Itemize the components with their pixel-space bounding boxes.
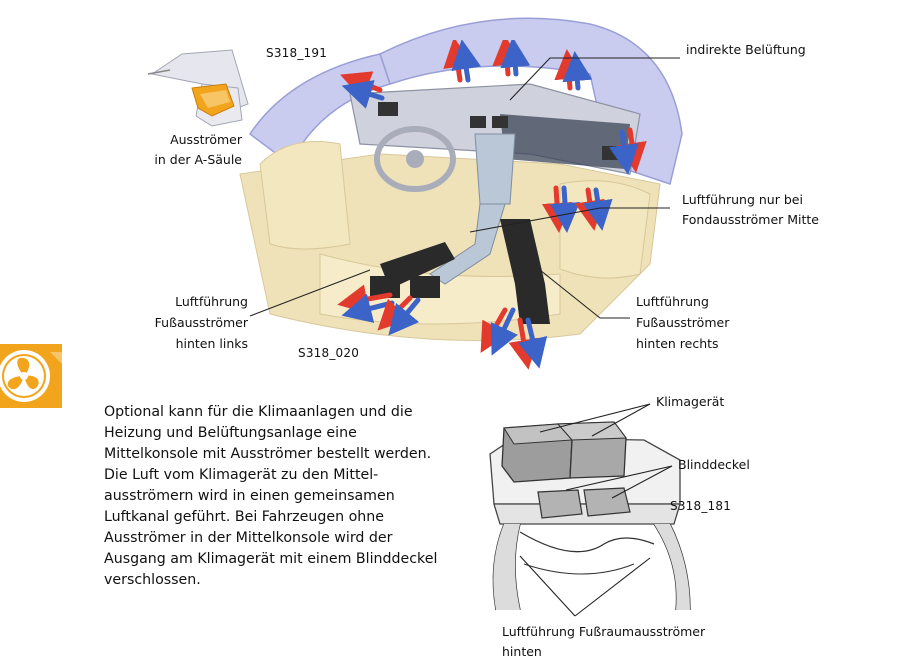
label-klimageraet: Klimagerät [656,394,725,409]
label-hinten-links-line1: Luftführung [175,294,248,309]
label-hinten-rechts-line2: Fußausströmer [636,315,730,330]
label-blinddeckel: Blinddeckel [678,457,750,472]
body-paragraph: Optional kann für die Klimaanlagen und d… [104,404,438,588]
top-leader-lines [249,57,680,319]
label-indirekte-belueftung: indirekte Belüftung [686,42,806,57]
figure-ref-s318-020: S318_020 [298,346,360,360]
label-fond-line1: Luftführung nur bei [682,192,803,207]
figure-ref-s318-181: S318_181 [670,499,732,513]
label-hinten-rechts-line3: hinten rechts [636,336,719,351]
label-a-saeule-line1: Ausströmer [170,132,242,147]
a-pillar-vent-illustration [147,49,249,127]
figure-ref-s318-191: S318_191 [266,46,328,60]
label-a-saeule-line2: in der A-Säule [154,152,242,167]
airflow-arrows [337,40,647,370]
label-hinten-links-line2: Fußausströmer [154,315,248,330]
bottom-leader-lines [519,403,673,617]
label-fussraum-line1: Luftführung Fußraumausströmer [502,624,706,639]
label-hinten-links-line3: hinten links [175,336,248,351]
label-hinten-rechts-line1: Luftführung [636,294,709,309]
label-fussraum-line2: hinten [502,644,542,658]
label-fond-line2: Fondausströmer Mitte [682,212,819,227]
fan-icon [0,344,62,408]
